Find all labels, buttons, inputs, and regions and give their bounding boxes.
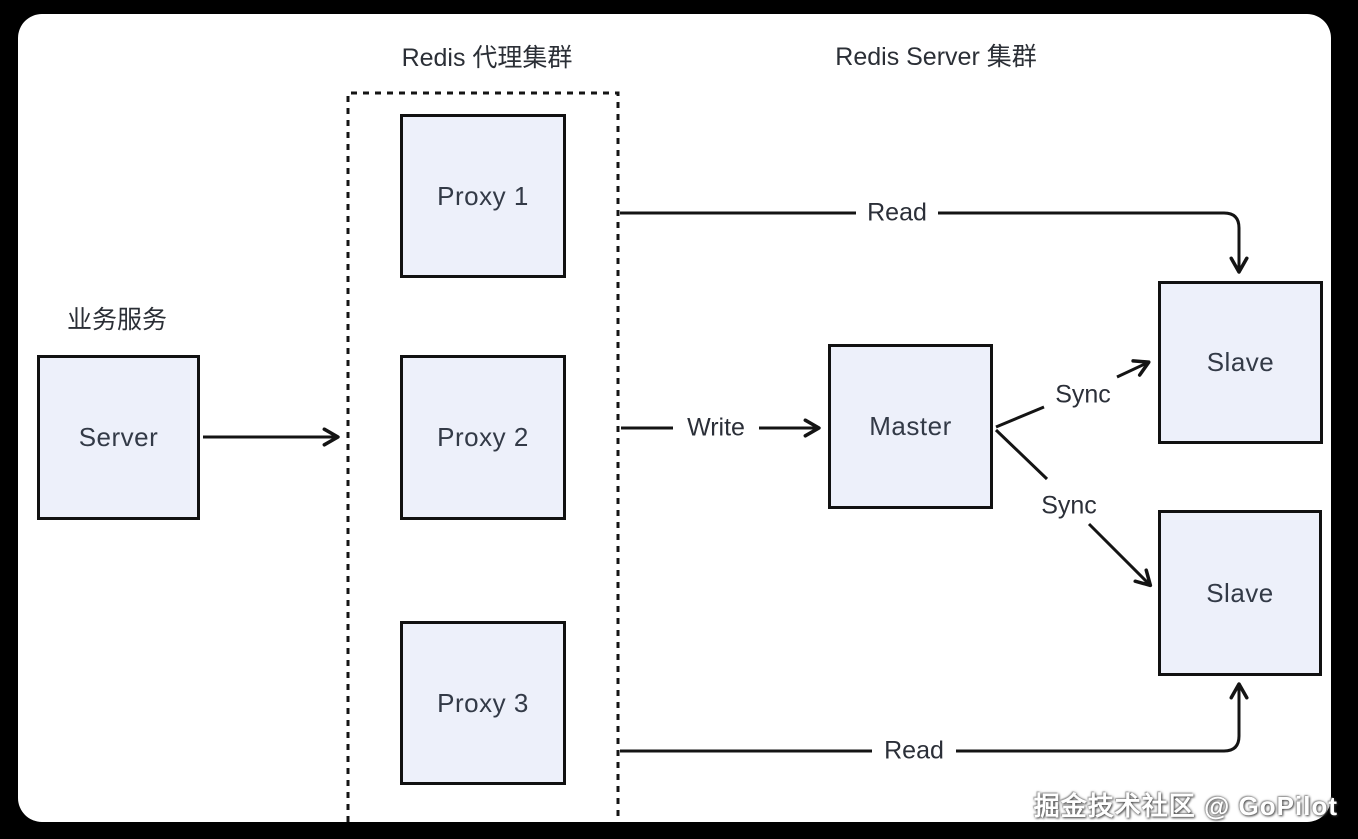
node-proxy-1: Proxy 1: [400, 114, 566, 278]
node-proxy-2: Proxy 2: [400, 355, 566, 520]
node-server: Server: [37, 355, 200, 520]
watermark-text: 掘金技术社区 @ GoPilot: [1033, 791, 1338, 821]
proxy-cluster-title: Redis 代理集群: [401, 44, 573, 72]
edge-label-sync-bottom: Sync: [1041, 491, 1097, 520]
business-service-label: 业务服务: [66, 306, 168, 334]
node-proxy-3: Proxy 3: [400, 621, 566, 785]
node-proxy-1-label: Proxy 1: [437, 180, 529, 211]
node-server-label: Server: [78, 422, 159, 452]
node-slave-bottom: Slave: [1158, 510, 1322, 676]
edge-label-read-top: Read: [867, 198, 927, 227]
node-proxy-2-label: Proxy 2: [437, 422, 529, 452]
edge-label-write: Write: [687, 413, 745, 442]
node-slave-top-label: Slave: [1206, 347, 1275, 377]
edge-label-read-bottom: Read: [884, 736, 944, 765]
node-master: Master: [828, 344, 993, 509]
node-proxy-3-label: Proxy 3: [437, 687, 529, 718]
node-slave-top: Slave: [1158, 281, 1323, 444]
server-cluster-title: Redis Server 集群: [835, 43, 1037, 71]
node-master-label: Master: [869, 411, 952, 441]
node-slave-bottom-label: Slave: [1206, 577, 1274, 608]
diagram-card: [18, 14, 1331, 822]
edge-label-sync-top: Sync: [1055, 380, 1111, 409]
